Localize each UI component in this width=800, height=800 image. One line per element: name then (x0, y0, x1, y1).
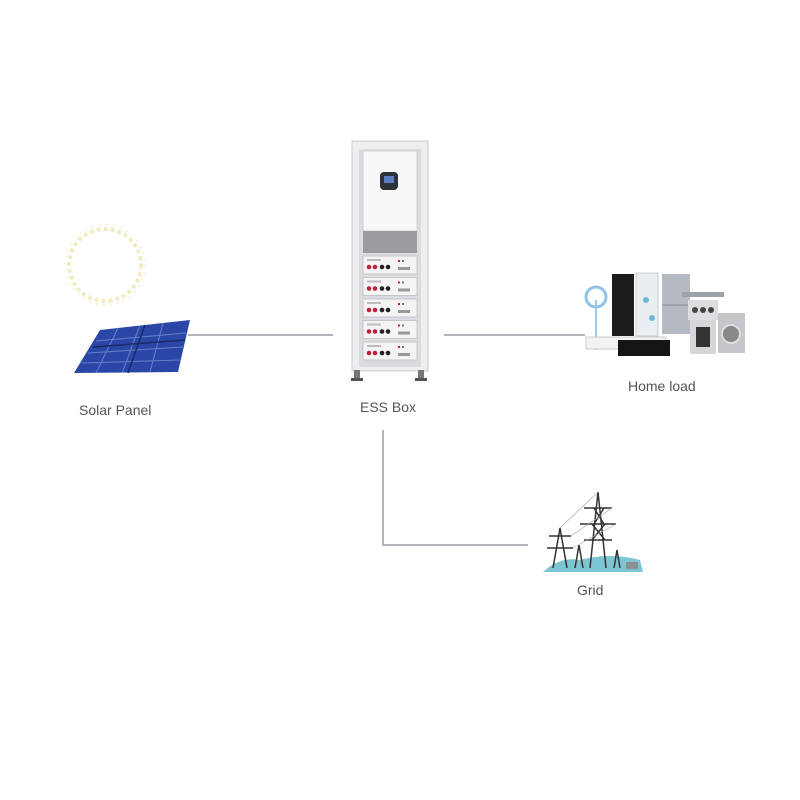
home-load-label: Home load (628, 378, 696, 394)
ess-box-label: ESS Box (360, 399, 417, 415)
sun-icon (64, 224, 146, 306)
battery-module (362, 341, 418, 361)
grid-label: Grid (577, 582, 604, 598)
ess-cabinet-icon (351, 140, 429, 381)
connector-ess-grid (382, 430, 528, 546)
battery-module (362, 298, 418, 318)
power-grid-icon (543, 491, 643, 572)
solar-panel-icon (74, 320, 190, 374)
home-appliances-icon (584, 272, 745, 356)
battery-module (362, 320, 418, 339)
battery-module (362, 255, 418, 275)
battery-module (362, 277, 418, 296)
solar-panel-label: Solar Panel (79, 402, 152, 418)
